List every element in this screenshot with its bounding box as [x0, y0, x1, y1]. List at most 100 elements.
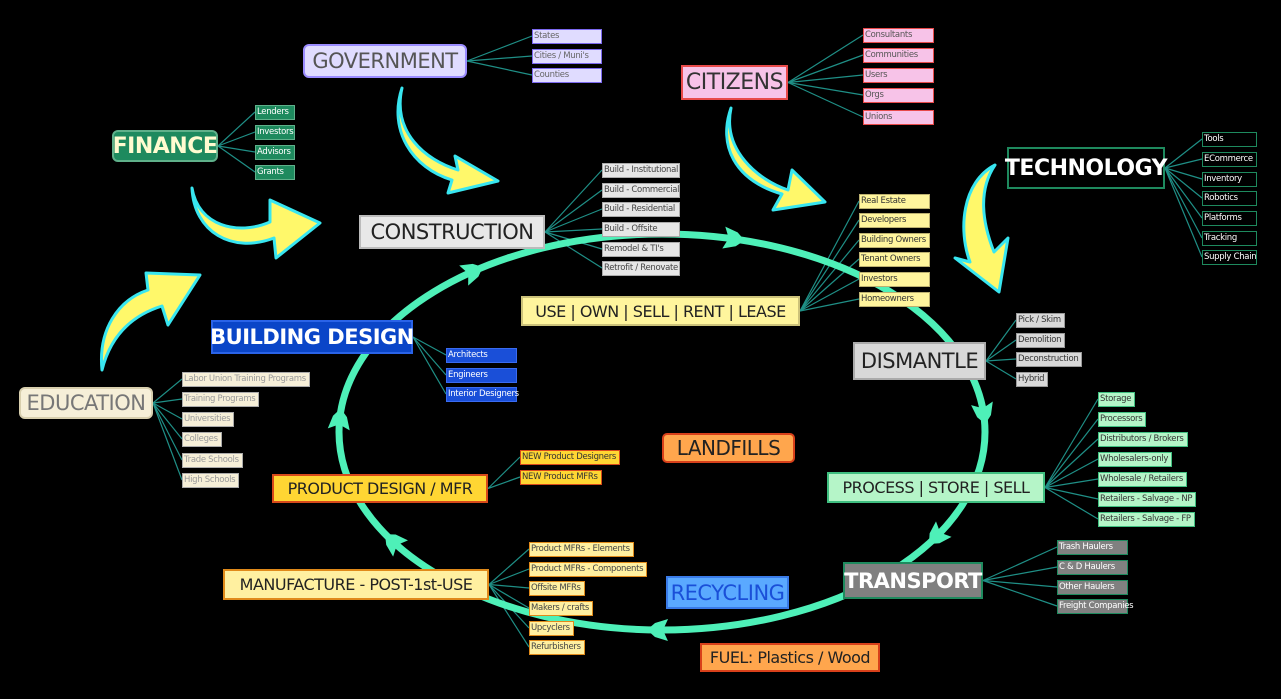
- connector-line: [412, 336, 447, 395]
- transport-child-item[interactable]: C & D Haulers: [1057, 560, 1128, 575]
- connector-line: [466, 55, 533, 62]
- connector-line: [1044, 458, 1099, 489]
- connector-line: [466, 60, 533, 76]
- transport-node[interactable]: TRANSPORT: [843, 562, 983, 599]
- education-child-item[interactable]: Trade Schools: [182, 453, 243, 468]
- technology-child-item[interactable]: Platforms: [1202, 211, 1257, 226]
- technology-child-item[interactable]: Tracking: [1202, 231, 1257, 246]
- dismantle-child-item[interactable]: Demolition: [1016, 333, 1066, 348]
- connector-line: [217, 131, 256, 147]
- process-child-item[interactable]: Wholesalers-only: [1098, 452, 1173, 467]
- finance-arrow-icon: [190, 186, 322, 260]
- process-child-item[interactable]: Retailers - Salvage - FP: [1098, 512, 1195, 527]
- transport-child-item[interactable]: Freight Companies: [1057, 599, 1134, 614]
- construction-child-item[interactable]: Remodel & TI's: [602, 242, 680, 257]
- technology-node[interactable]: TECHNOLOGY: [1005, 147, 1168, 189]
- construction-child-item[interactable]: Retrofit / Renovate: [602, 261, 680, 276]
- use-child-item[interactable]: Real Estate: [859, 194, 930, 209]
- connector-line: [1044, 478, 1099, 489]
- transport-child-item[interactable]: Other Haulers: [1057, 580, 1128, 595]
- manufacture-child-item[interactable]: Product MFRs - Components: [529, 562, 648, 577]
- technology-child-item[interactable]: Supply Chain: [1202, 250, 1257, 265]
- education-child-item[interactable]: Colleges: [182, 432, 222, 447]
- use-child-item[interactable]: Building Owners: [859, 233, 930, 248]
- education-child-item[interactable]: Universities: [182, 412, 235, 427]
- construction-child-item[interactable]: Build - Commercial: [602, 183, 680, 198]
- education-child-item[interactable]: Labor Union Training Programs: [182, 372, 310, 387]
- building-design-child-item[interactable]: Interior Designers: [446, 387, 519, 402]
- connector-line: [1164, 167, 1203, 219]
- technology-child-item[interactable]: Robotics: [1202, 191, 1257, 206]
- building-design-child-item[interactable]: Architects: [446, 348, 517, 363]
- connector-line: [787, 81, 864, 118]
- manufacture-child-item[interactable]: Refurbishers: [529, 640, 585, 655]
- process-child-item[interactable]: Storage: [1098, 392, 1136, 407]
- product-design-node[interactable]: PRODUCT DESIGN / MFR: [272, 474, 488, 503]
- connector-line: [982, 566, 1058, 582]
- finance-child-item[interactable]: Grants: [255, 165, 295, 180]
- process-child-item[interactable]: Wholesale / Retailers: [1098, 472, 1187, 487]
- education-child-item[interactable]: High Schools: [182, 473, 240, 488]
- connector-line: [787, 34, 864, 84]
- process-child-item[interactable]: Retailers - Salvage - NP: [1098, 492, 1197, 507]
- transport-child-item[interactable]: Trash Haulers: [1057, 540, 1128, 555]
- citizens-child-item[interactable]: Communities: [863, 48, 934, 63]
- manufacture-child-item[interactable]: Upcyclers: [529, 621, 574, 636]
- connector-line: [1044, 438, 1099, 488]
- dismantle-node[interactable]: DISMANTLE: [853, 342, 986, 380]
- landfills-node[interactable]: LANDFILLS: [662, 433, 795, 463]
- finance-child-item[interactable]: Lenders: [255, 105, 295, 120]
- citizens-node[interactable]: CITIZENS: [681, 65, 788, 100]
- construction-child-item[interactable]: Build - Residential: [602, 202, 680, 217]
- citizens-child-item[interactable]: Orgs: [863, 88, 934, 103]
- finance-child-item[interactable]: Advisors: [255, 145, 295, 160]
- education-child-item[interactable]: Training Programs: [182, 392, 260, 407]
- dismantle-child-item[interactable]: Deconstruction: [1016, 352, 1083, 367]
- manufacture-child-item[interactable]: Makers / crafts: [529, 601, 594, 616]
- manufacture-child-item[interactable]: Product MFRs - Elements: [529, 542, 634, 557]
- loop-chevron-icon: [327, 408, 350, 431]
- finance-child-item[interactable]: Investors: [255, 125, 295, 140]
- process-node[interactable]: PROCESS | STORE | SELL: [827, 472, 1045, 503]
- product-design-child-item[interactable]: NEW Product Designers: [520, 450, 621, 465]
- education-node[interactable]: EDUCATION: [19, 387, 153, 419]
- use-child-item[interactable]: Investors: [859, 272, 930, 287]
- connector-line: [152, 402, 183, 440]
- technology-child-item[interactable]: Tools: [1202, 132, 1257, 147]
- finance-node[interactable]: FINANCE: [112, 130, 218, 162]
- connector-line: [466, 35, 533, 62]
- construction-node[interactable]: CONSTRUCTION: [359, 215, 545, 249]
- connector-line: [1164, 167, 1203, 199]
- process-child-item[interactable]: Distributors / Brokers: [1098, 432, 1188, 447]
- fuel-node[interactable]: FUEL: Plastics / Wood: [700, 643, 880, 672]
- construction-child-item[interactable]: Build - Offsite: [602, 222, 680, 237]
- building-design-node[interactable]: BUILDING DESIGN: [210, 320, 414, 354]
- recycling-node[interactable]: RECYCLING: [666, 576, 789, 609]
- use-node[interactable]: USE | OWN | SELL | RENT | LEASE: [521, 296, 800, 326]
- manufacture-child-item[interactable]: Offsite MFRs: [529, 581, 585, 596]
- use-child-item[interactable]: Homeowners: [859, 292, 930, 307]
- manufacture-node[interactable]: MANUFACTURE - POST-1st-USE: [223, 569, 489, 600]
- citizens-child-item[interactable]: Consultants: [863, 28, 934, 43]
- government-child-item[interactable]: States: [532, 29, 602, 44]
- connector-line: [985, 360, 1017, 380]
- product-design-child-item[interactable]: NEW Product MFRs: [520, 470, 602, 485]
- dismantle-child-item[interactable]: Pick / Skim: [1016, 313, 1065, 328]
- construction-child-item[interactable]: Build - Institutional: [602, 163, 680, 178]
- government-child-item[interactable]: Counties: [532, 68, 602, 83]
- citizens-child-item[interactable]: Users: [863, 68, 934, 83]
- loop-chevron-icon: [971, 401, 993, 425]
- government-child-item[interactable]: Cities / Muni's: [532, 49, 602, 64]
- citizens-child-item[interactable]: Unions: [863, 110, 934, 125]
- technology-child-item[interactable]: ECommerce: [1202, 152, 1257, 167]
- connector-line: [412, 336, 447, 356]
- government-node[interactable]: GOVERNMENT: [303, 44, 467, 78]
- technology-child-item[interactable]: Inventory: [1202, 172, 1257, 187]
- building-design-child-item[interactable]: Engineers: [446, 368, 517, 383]
- dismantle-child-item[interactable]: Hybrid: [1016, 372, 1049, 387]
- process-child-item[interactable]: Processors: [1098, 412, 1147, 427]
- use-child-item[interactable]: Developers: [859, 213, 930, 228]
- connector-line: [799, 200, 860, 312]
- connector-line: [152, 402, 183, 461]
- use-child-item[interactable]: Tenant Owners: [859, 252, 930, 267]
